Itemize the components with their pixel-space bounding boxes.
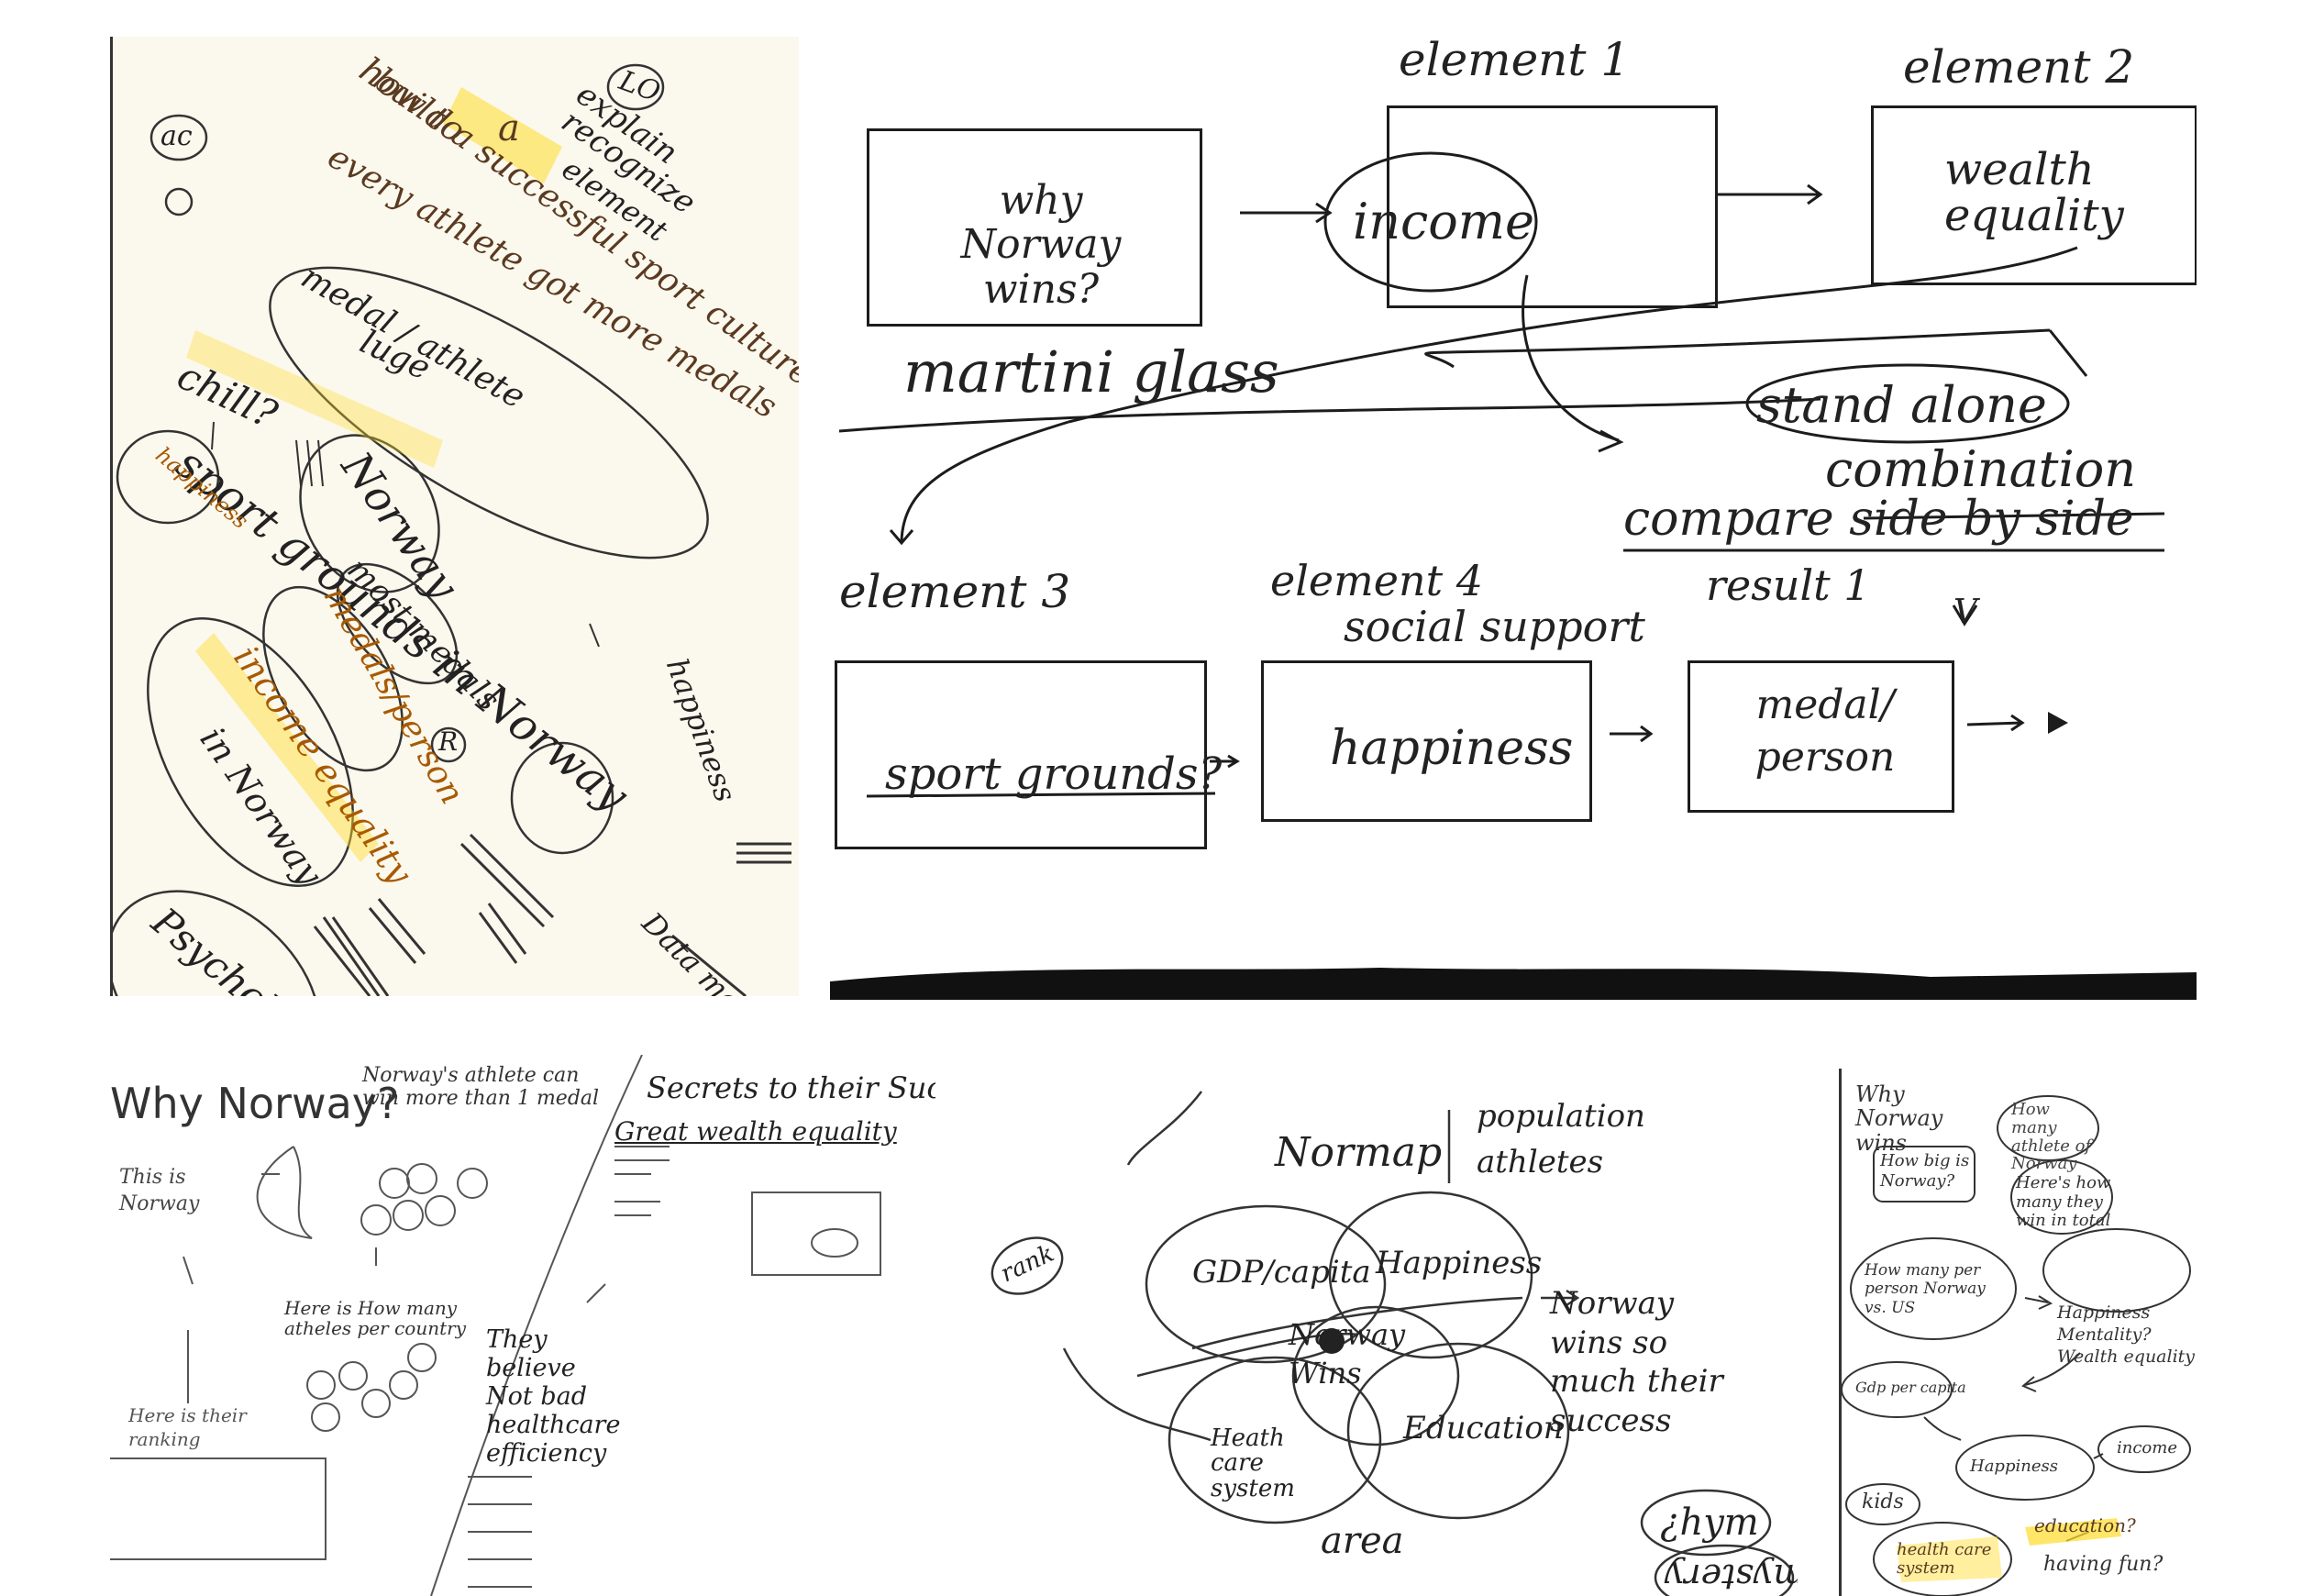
great-wealth-text: Great wealth equality — [614, 1116, 897, 1147]
why-norway-title: Why Norway? — [110, 1079, 400, 1128]
compare-side-text: compare side by side — [1623, 492, 2134, 547]
ac-label: ac — [160, 120, 193, 152]
norway-wins-center-text: Norway Wins — [1289, 1317, 1406, 1391]
box-medal-person — [1688, 660, 1954, 813]
kids-text: kids — [1862, 1491, 1904, 1513]
box-why-norway — [867, 128, 1202, 327]
here-is-ranking-text: Here is their ranking — [128, 1404, 247, 1450]
medal-person-box-text: medal/ person — [1754, 682, 1896, 781]
stand-alone-text: stand alone — [1756, 376, 2047, 434]
mystery-text: mystery — [1665, 1557, 1798, 1596]
secrets-title: Secrets to their Success — [647, 1070, 935, 1105]
element1-label: element 1 — [1399, 33, 1631, 86]
why-norway-wins-br-text: Why Norway wins — [1855, 1081, 1943, 1156]
happiness-venn-text: Happiness — [1376, 1245, 1543, 1281]
box-happiness — [1261, 660, 1592, 822]
heres-how-many-text: Here's how many they win in total — [2016, 1173, 2111, 1231]
result1-text: result 1 — [1706, 560, 1871, 610]
happiness-box-text: happiness — [1330, 721, 1574, 776]
box-income — [1387, 105, 1718, 308]
athletes-win-text: Norway's athlete can win more than 1 med… — [362, 1064, 600, 1111]
venn-diagram — [991, 1091, 1795, 1596]
martini-glass-text: martini glass — [903, 338, 1279, 405]
play-arrow-icon — [2048, 712, 2068, 734]
checkmark-text: V — [1953, 593, 1977, 631]
gdp-capita-text: GDP/capita — [1192, 1254, 1371, 1291]
area-text: area — [1321, 1520, 1404, 1562]
happiness-mentality-text: Happiness Mentality? Wealth equality — [2057, 1302, 2196, 1367]
box-wealth-equality — [1871, 105, 2197, 285]
income-text: income — [1353, 193, 1534, 250]
health-care-br-text: health care system — [1897, 1540, 1992, 1578]
a-text: a — [498, 107, 520, 150]
element4-label: element 4 — [1270, 556, 1483, 605]
panel-why-norway-sketch: Why Norway? Norway's athlete can win mor… — [101, 1055, 935, 1596]
how-big-text: How big is Norway? — [1880, 1151, 1970, 1191]
element3-label: element 3 — [839, 565, 1071, 618]
having-fun-text: having fun? — [2043, 1553, 2164, 1576]
bl-sketch-lines — [110, 1055, 881, 1596]
social-support-text: social support — [1344, 602, 1645, 651]
why-norway-wins-text: why Norway wins? — [960, 177, 1122, 313]
bubble-flow-lines — [1842, 1095, 2191, 1596]
gdp-per-capita-br-text: Gdp per capita — [1855, 1379, 1966, 1396]
how-many-per-person-text: How many per person Norway vs. US — [1865, 1261, 1986, 1317]
panel-bubble-flow: Why Norway wins How many athlete of Norw… — [1839, 1069, 2208, 1596]
they-believe-text: They believe Not bad healthcare efficien… — [486, 1325, 621, 1469]
how-many-athlete-text: How many athlete of Norway — [2011, 1100, 2092, 1174]
element2-label: element 2 — [1903, 40, 2135, 94]
hym-text: ¿hym — [1660, 1502, 1759, 1544]
population-text: population — [1477, 1098, 1645, 1135]
health-care-text: Heath care system — [1211, 1424, 1295, 1502]
education-venn-text: Education — [1403, 1410, 1564, 1446]
panel-venn-sketch: Normap population athletes GDP/capita Ha… — [972, 1073, 1798, 1596]
box-sport-grounds — [835, 660, 1207, 849]
here-is-how-many-text: Here is How many atheles per country — [284, 1297, 466, 1339]
norway-wins-note: Norway wins so much their success — [1550, 1285, 1723, 1439]
r-label: R — [438, 726, 459, 757]
happiness-br-text: Happiness — [1970, 1457, 2058, 1476]
education-br-text: education? — [2034, 1514, 2136, 1536]
normap-text: Normap — [1275, 1129, 1443, 1176]
panel-storyboard-flow: element 1 element 2 why Norway wins? inc… — [830, 28, 2197, 1000]
brainstorm-ovals — [113, 63, 791, 996]
this-is-norway-text: This is Norway — [119, 1166, 200, 1215]
combination-text: combination — [1825, 440, 2137, 498]
panel-brainstorm-notes: LO explain recognize element ac how to a… — [110, 37, 799, 996]
athletes-text: athletes — [1477, 1144, 1604, 1180]
income-br-text: income — [2117, 1438, 2177, 1457]
wealth-equality-text: wealth equality — [1944, 144, 2124, 242]
sport-grounds-box-text: sport grounds? — [885, 748, 1223, 800]
flow-arrows — [830, 151, 2197, 1000]
